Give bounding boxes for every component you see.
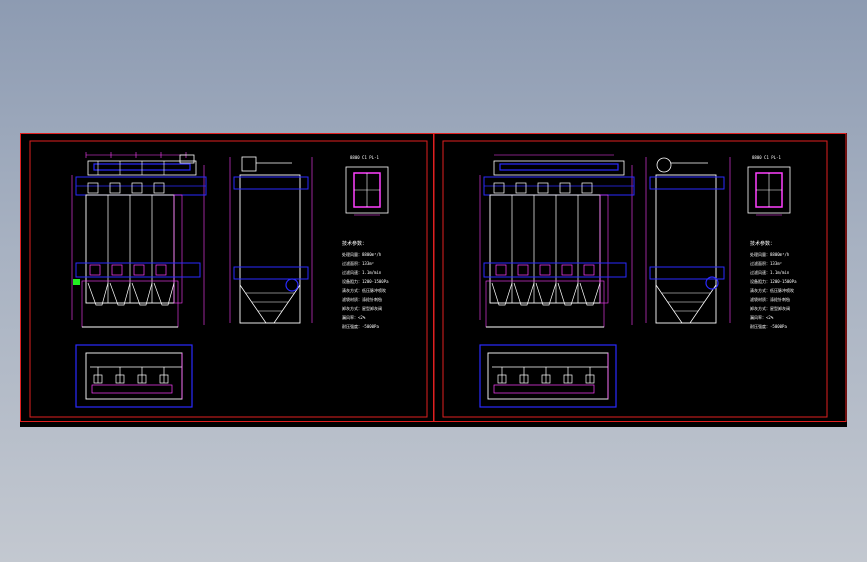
front-elevation bbox=[71, 152, 207, 328]
side-elevation bbox=[229, 156, 313, 324]
spec-line: 卸灰方式：星型卸灰阀 bbox=[750, 305, 790, 311]
spec-line: 处理风量：8800m³/h bbox=[342, 251, 382, 257]
side-elevation bbox=[645, 157, 731, 324]
plan-view bbox=[479, 344, 617, 408]
spec-line: 处理风量：8800m³/h bbox=[750, 251, 790, 257]
spec-line: 耐压强度：-5000Pa bbox=[342, 323, 379, 329]
spec-line: 设备阻力：1200-1500Pa bbox=[342, 278, 389, 284]
spec-line: 清灰方式：低压脉冲喷吹 bbox=[342, 287, 386, 293]
spec-line: 漏风率：<2% bbox=[750, 314, 774, 320]
sheet-right: 8800 C1 PL-1 技术参数： 处理风量：8800m³/h 过滤面积：13… bbox=[479, 154, 797, 408]
tech-spec-block: 技术参数： 处理风量：8800m³/h 过滤面积：133m² 过滤风速：1.1m… bbox=[750, 240, 797, 329]
drawing-border-left bbox=[29, 140, 428, 418]
drawing-frame-right bbox=[433, 133, 847, 422]
spec-line: 卸灰方式：星型卸灰阀 bbox=[342, 305, 382, 311]
spec-line: 过滤面积：133m² bbox=[342, 260, 374, 266]
spec-line: 滤袋材质：涤纶针刺毡 bbox=[342, 296, 382, 302]
spec-line: 过滤风速：1.1m/min bbox=[750, 269, 790, 275]
spec-line: 耐压强度：-5000Pa bbox=[750, 323, 787, 329]
spec-line: 滤袋材质：涤纶针刺毡 bbox=[750, 296, 790, 302]
spec-line: 过滤面积：133m² bbox=[750, 260, 782, 266]
cad-model-space[interactable]: 8800 C1 PL-1 技术参数： 处理风量：8800m³/h 过滤面积：13… bbox=[20, 133, 847, 427]
front-elevation bbox=[479, 154, 635, 328]
spec-line: 漏风率：<2% bbox=[342, 314, 366, 320]
section-detail: 8800 C1 PL-1 bbox=[747, 155, 791, 216]
tech-spec-block: 技术参数： 处理风量：8800m³/h 过滤面积：133m² 过滤风速：1.1m… bbox=[342, 240, 389, 329]
spec-title: 技术参数： bbox=[750, 240, 775, 247]
spec-line: 设备阻力：1200-1500Pa bbox=[750, 278, 797, 284]
sheet-left: 8800 C1 PL-1 技术参数： 处理风量：8800m³/h 过滤面积：13… bbox=[71, 152, 389, 408]
cad-drawing-canvas[interactable]: 8800 C1 PL-1 技术参数： 处理风量：8800m³/h 过滤面积：13… bbox=[20, 133, 847, 427]
section-detail: 8800 C1 PL-1 bbox=[345, 155, 389, 216]
spec-title: 技术参数： bbox=[342, 240, 367, 247]
section-caption: 8800 C1 PL-1 bbox=[350, 155, 379, 160]
selection-grip[interactable] bbox=[73, 279, 80, 285]
section-caption: 8800 C1 PL-1 bbox=[752, 155, 781, 160]
plan-view bbox=[75, 344, 193, 408]
spec-line: 过滤风速：1.1m/min bbox=[342, 269, 382, 275]
spec-line: 清灰方式：低压脉冲喷吹 bbox=[750, 287, 794, 293]
drawing-border-right bbox=[442, 140, 828, 418]
